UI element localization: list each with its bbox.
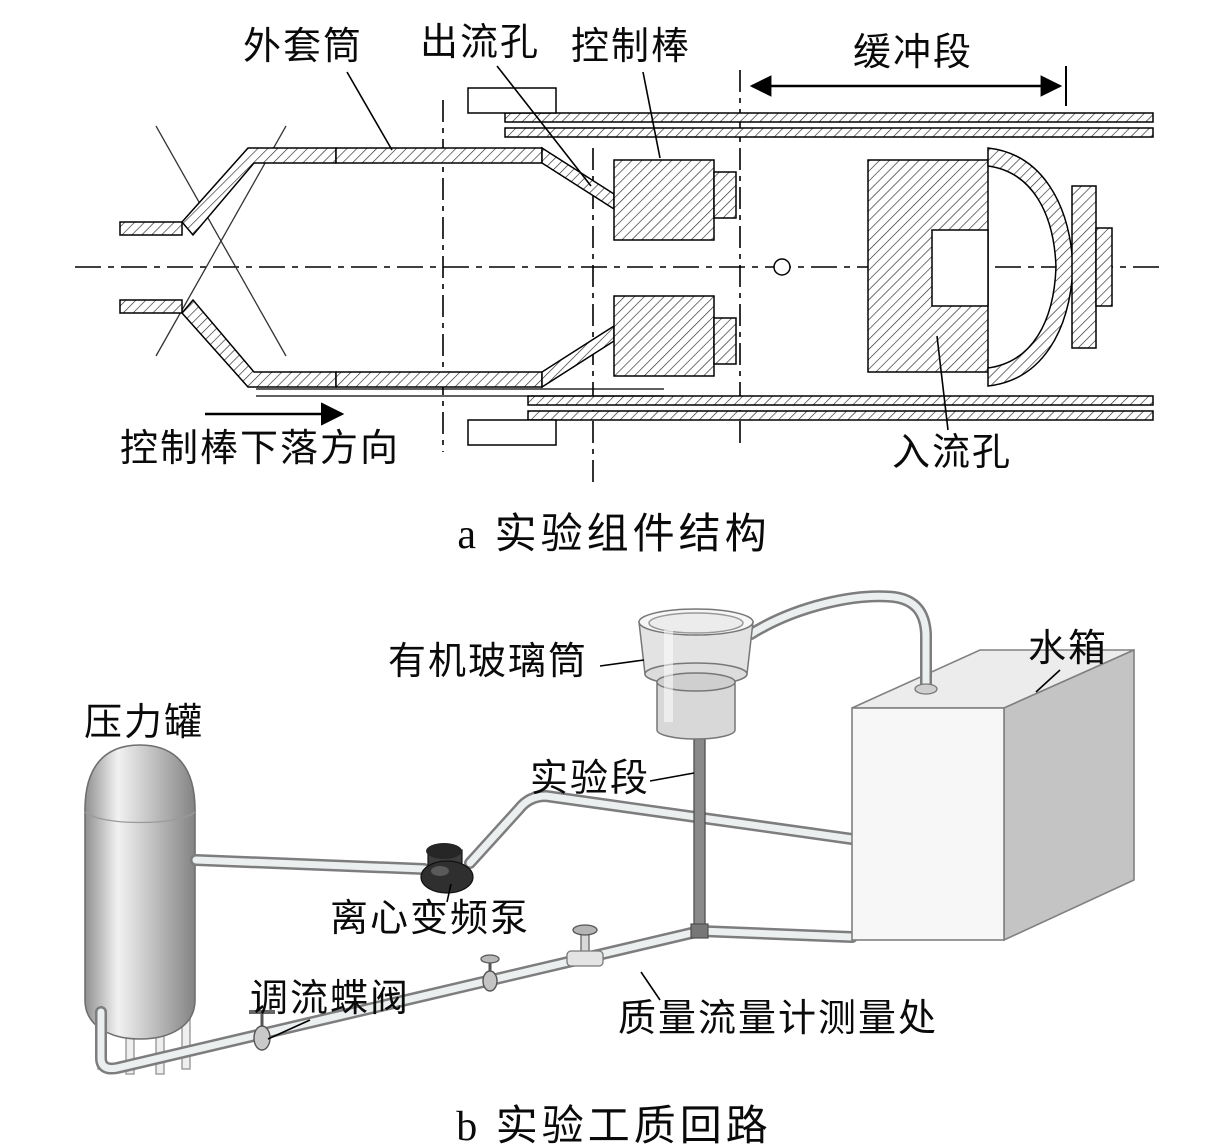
label-outflow-hole: 出流孔 <box>420 22 541 64</box>
plexiglass-cylinder <box>638 608 754 740</box>
water-tank <box>851 648 1135 942</box>
inline-valve <box>480 954 500 992</box>
caption-panel-b: b 实验工质回路 <box>456 1104 772 1146</box>
label-pressure-tank: 压力罐 <box>84 702 205 744</box>
fluid-loop-drawing <box>84 590 1135 1075</box>
label-mass-flowmeter: 质量流量计测量处 <box>618 998 939 1040</box>
top-pipe <box>745 590 938 695</box>
centrifugal-pump <box>420 843 474 894</box>
bottom-loop-pipe <box>95 925 858 1075</box>
label-buffer-section: 缓冲段 <box>853 32 974 74</box>
caption-panel-a: a 实验组件结构 <box>457 512 771 558</box>
label-butterfly-valve: 调流蝶阀 <box>250 978 411 1020</box>
component-structure-drawing <box>75 65 1165 482</box>
label-test-section: 实验段 <box>530 758 651 800</box>
pressure-tank <box>84 744 196 1040</box>
label-inflow-hole: 入流孔 <box>892 432 1013 474</box>
label-plexiglass-cylinder: 有机玻璃筒 <box>388 641 589 683</box>
label-outer-sleeve: 外套筒 <box>243 26 364 68</box>
test-section-tube <box>689 722 710 939</box>
butterfly-valve <box>249 1010 275 1051</box>
label-control-rod: 控制棒 <box>571 26 692 68</box>
label-drop-direction: 控制棒下落方向 <box>120 428 401 470</box>
flowmeter-valve <box>566 924 604 967</box>
label-centrifugal-pump: 离心变频泵 <box>330 898 531 940</box>
middle-pipe <box>190 790 858 875</box>
buffer-dimension-arrow <box>749 66 1067 106</box>
label-water-tank: 水箱 <box>1028 628 1109 670</box>
